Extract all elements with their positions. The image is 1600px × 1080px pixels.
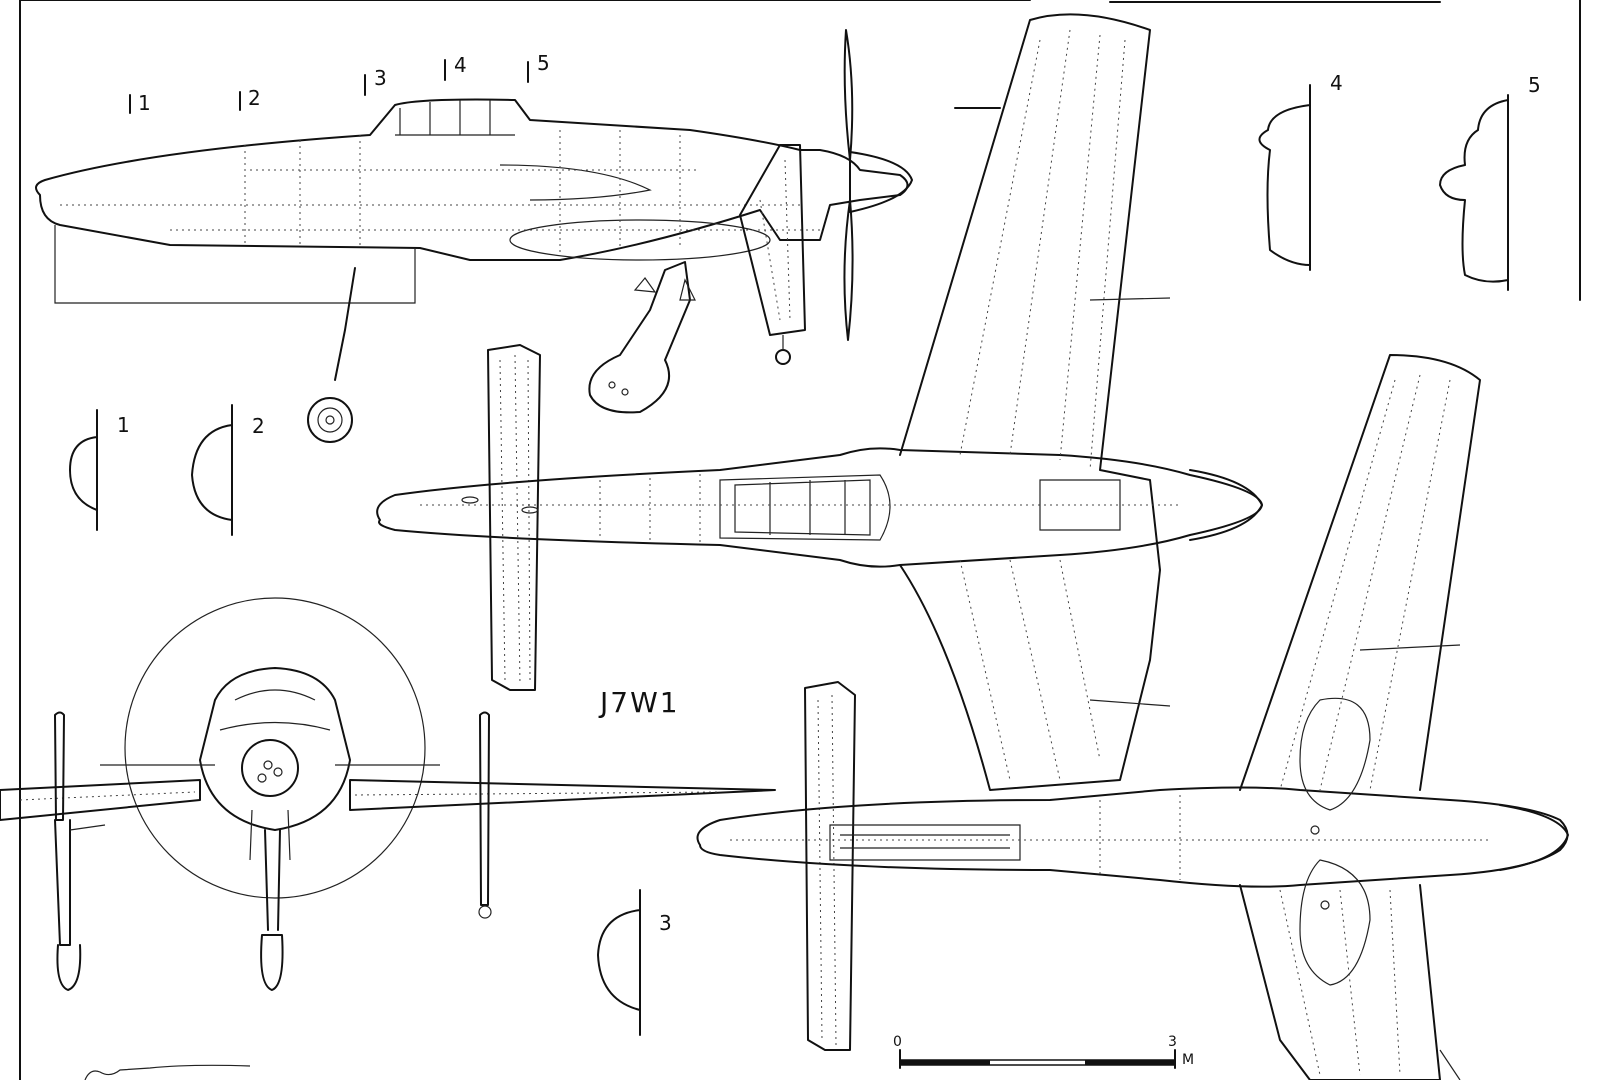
scale-start-label: 0 <box>893 1034 902 1050</box>
scale-unit-label: M <box>1182 1052 1194 1068</box>
station-marker-3: 3 <box>374 66 387 90</box>
scale-bar: 0 3 M <box>893 1034 1194 1069</box>
section-5: 5 <box>1439 73 1541 291</box>
scale-end-label: 3 <box>1168 1034 1177 1050</box>
top-view <box>376 13 1263 791</box>
station-marker-1: 1 <box>138 91 151 115</box>
page-frame <box>19 0 1581 1080</box>
station-markers: 1 2 3 4 5 <box>129 51 550 115</box>
section-label-5: 5 <box>1528 73 1541 97</box>
drawing-title: J7W1 <box>598 686 680 719</box>
station-marker-5: 5 <box>537 51 550 75</box>
section-label-1: 1 <box>117 413 130 437</box>
side-view <box>35 29 913 443</box>
section-label-3: 3 <box>659 911 672 935</box>
cross-sections: 1 2 3 4 5 <box>69 71 1541 1036</box>
station-marker-4: 4 <box>454 53 467 77</box>
station-marker-2: 2 <box>248 86 261 110</box>
section-4: 4 <box>1258 71 1343 271</box>
section-1: 1 <box>69 409 130 531</box>
bottom-view <box>696 354 1569 1080</box>
section-label-2: 2 <box>252 414 265 438</box>
front-view <box>0 597 776 991</box>
section-label-4: 4 <box>1330 71 1343 95</box>
signature-mark <box>84 1064 251 1080</box>
section-2: 2 <box>191 404 265 536</box>
section-3: 3 <box>597 889 672 1036</box>
